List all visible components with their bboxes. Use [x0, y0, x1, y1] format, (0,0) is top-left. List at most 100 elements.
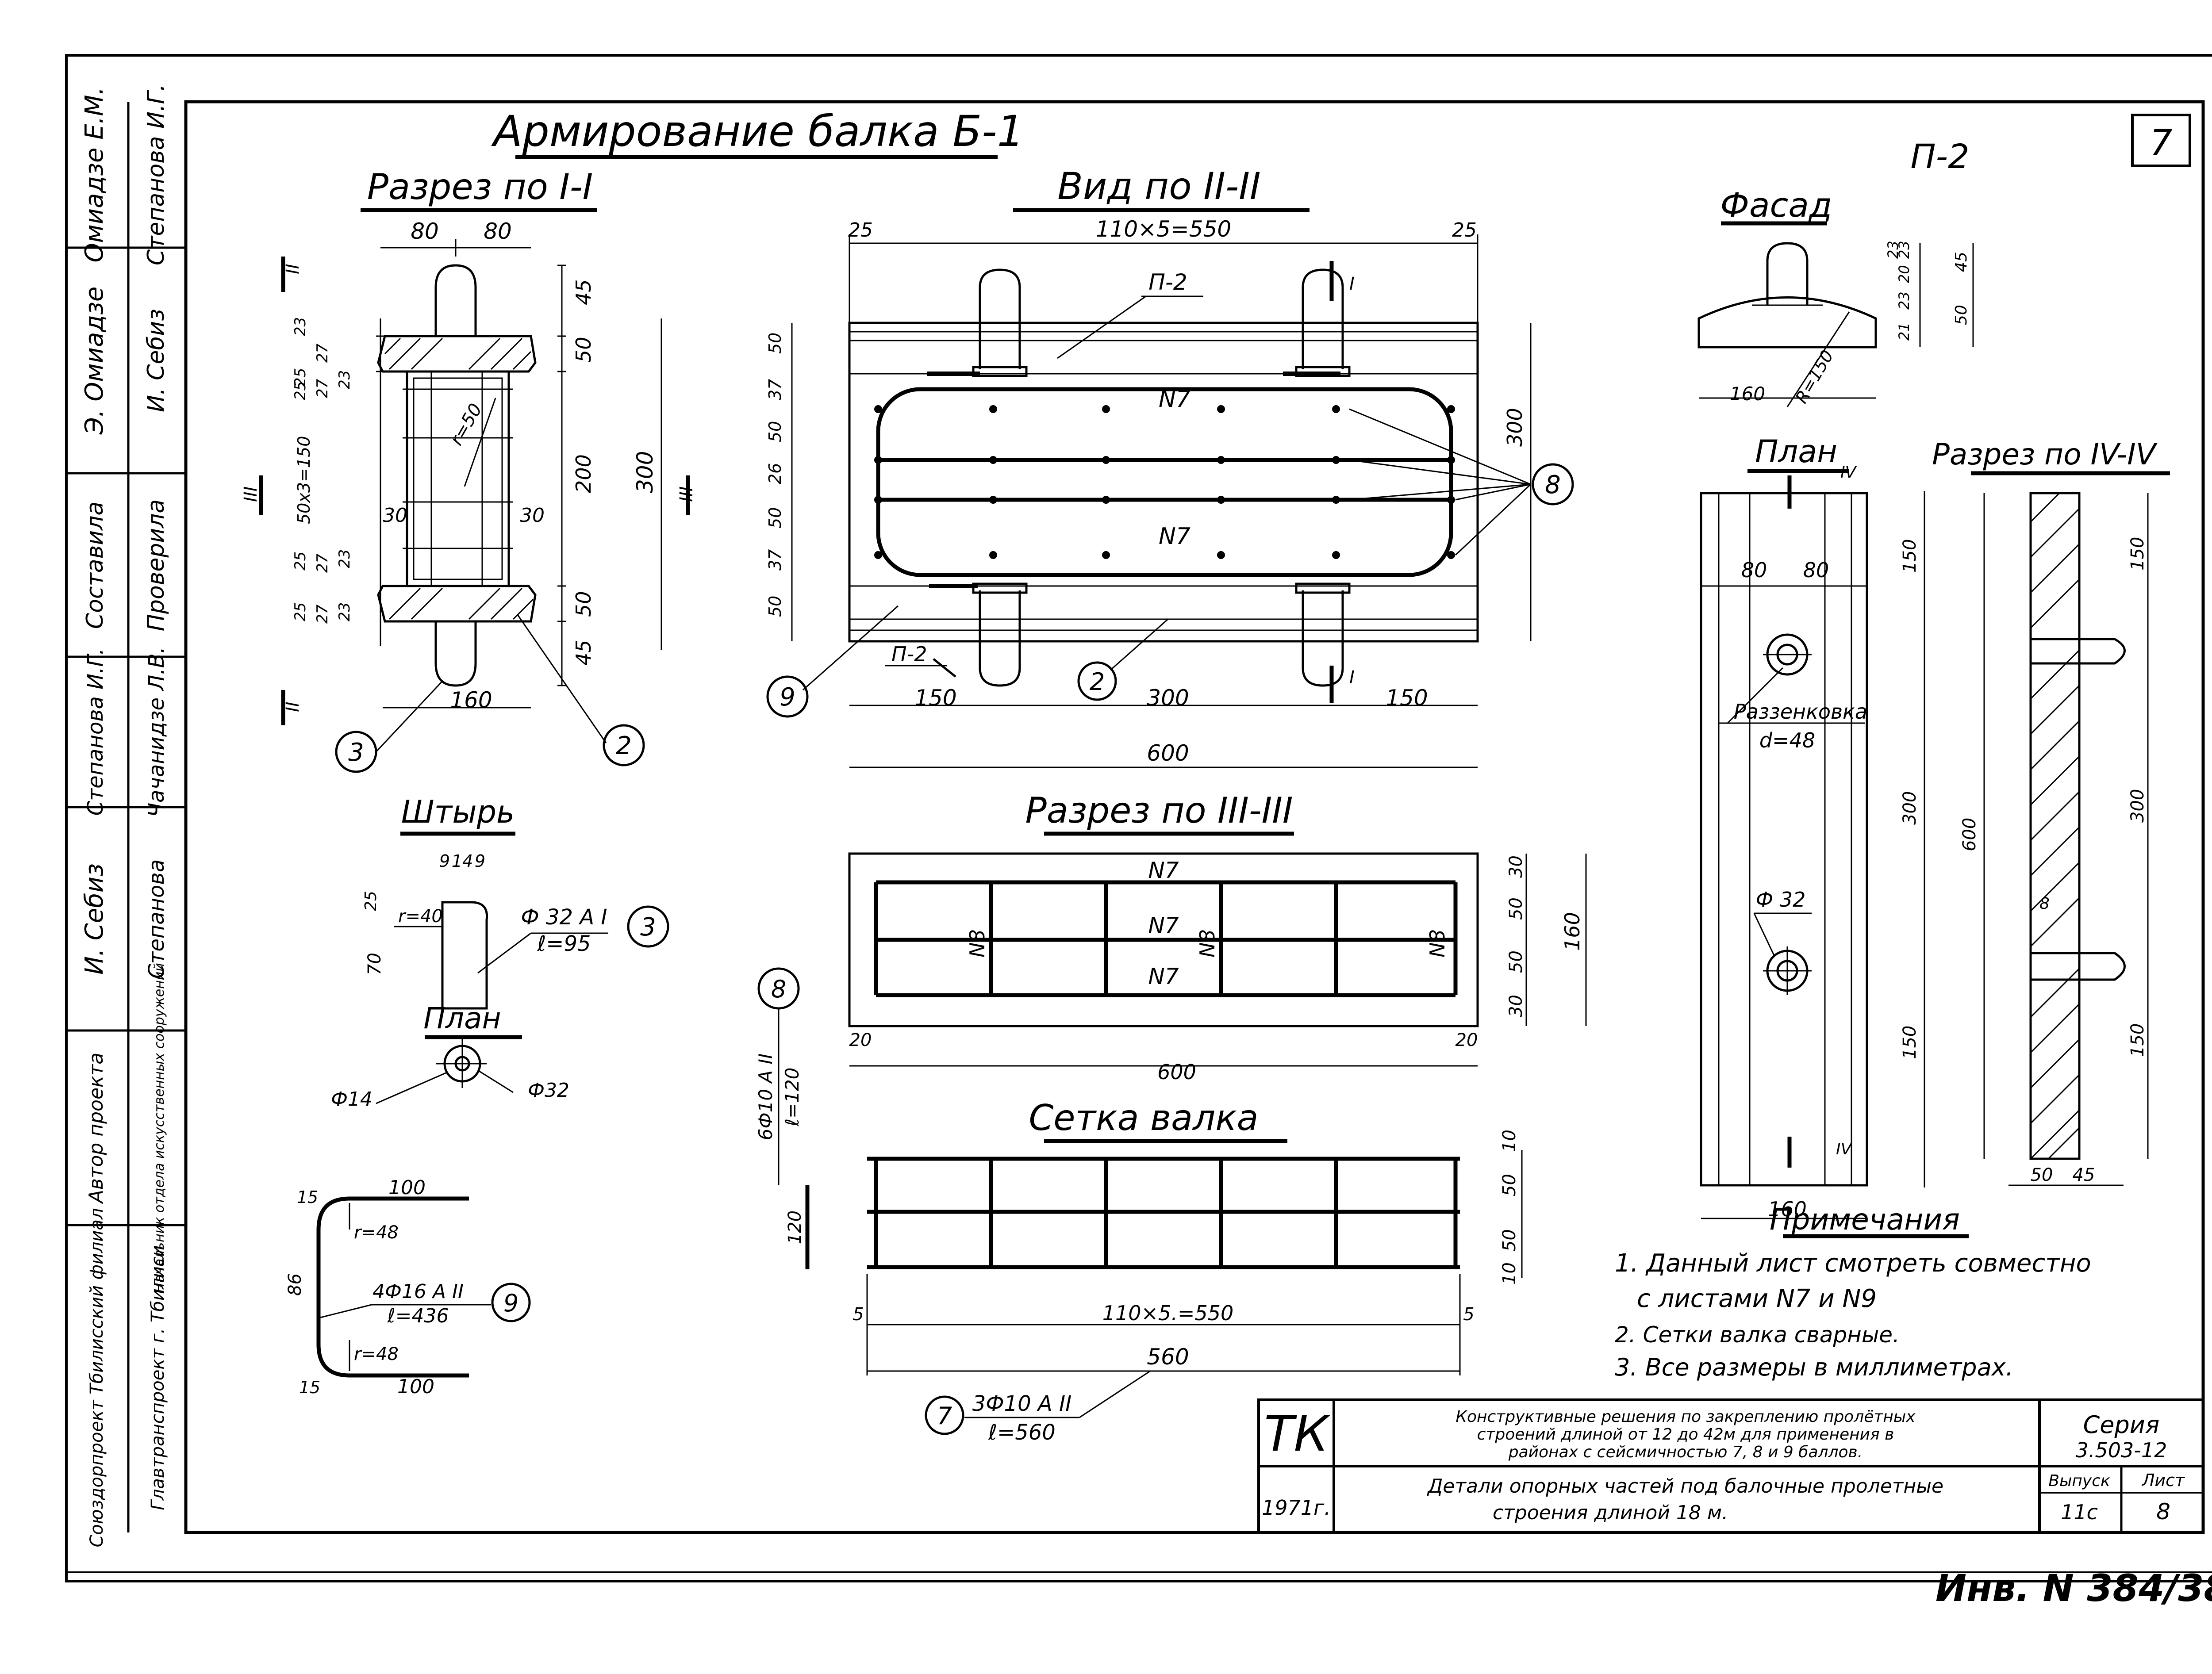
sec1-top-cap	[377, 335, 537, 373]
sec1-dim-left-k: 25	[292, 602, 309, 621]
bent-r-bottom: r=48	[354, 1344, 399, 1364]
sec3-bar-2: N7	[1148, 913, 1179, 939]
tb-issue-value: 11с	[2061, 1500, 2098, 1524]
pin-plan-label-2: Ф32	[528, 1079, 569, 1102]
sec1-dim-left-j: 23	[336, 549, 353, 568]
grid-edge-left: 5	[853, 1304, 864, 1325]
plan-countersink-1: Раззенковка	[1734, 700, 1867, 724]
view2-dim-left-6: 37	[765, 549, 785, 571]
view2-dim-left-2: 37	[765, 379, 785, 400]
bent-dim-left-top: 15	[297, 1188, 318, 1207]
grid-spec-1: 3Ф10 А II	[972, 1391, 1072, 1416]
pin-spec-1: Ф 32 А I	[521, 905, 607, 930]
stamp-name-2: И. Себиз	[143, 309, 169, 412]
sec1-top-pin	[434, 264, 477, 336]
notes: Примечания 1. Данный лист смотреть совме…	[1615, 1203, 2091, 1381]
section-i-i: Разрез по I-I 80 80 r=50 30 30	[241, 166, 697, 773]
sec1-dim-right-4: 50	[572, 591, 595, 617]
view2-bar-n7-bottom: N7	[1159, 523, 1190, 550]
stamp-name-6: Начальник отдела искусственных сооружени…	[152, 963, 167, 1293]
sec1-mark-top: II	[283, 264, 303, 274]
sec4-bottom-2: 45	[2073, 1165, 2095, 1185]
stamp-role-2: Э. Омиадзе	[80, 287, 109, 435]
view2-pin-bottom-left	[979, 590, 1021, 687]
sec1-callout-3	[335, 731, 377, 773]
bent-dim-left-bottom: 15	[299, 1378, 320, 1397]
sec1-dim-right-5: 45	[572, 640, 595, 666]
notes-title: Примечания	[1770, 1203, 1960, 1237]
grid-callout-7-label: 7	[937, 1402, 952, 1430]
tb-issue-label: Выпуск	[2048, 1472, 2110, 1490]
pin-dim-3: 9	[475, 851, 485, 871]
bent-callout-9	[491, 1283, 531, 1322]
tb-sheet-label: Лист	[2141, 1471, 2185, 1490]
stamp-role-3: Составила	[82, 502, 108, 629]
pin-height: 70	[365, 953, 385, 975]
view2-bar-dots	[874, 405, 1455, 559]
stamp-role-5: И. Себиз	[80, 863, 109, 975]
sec3-stirrup-2: N8	[1195, 929, 1219, 958]
outer-frame	[65, 54, 2212, 1582]
sec1-chamfer-1: 30	[383, 504, 407, 527]
stamp-role-7: Союздорпроект Тбилисский филиал	[87, 1208, 107, 1547]
sec4-weld: 8	[2039, 895, 2050, 913]
view2-callout-2	[1077, 661, 1117, 701]
sec1-dim-left-a: 23	[292, 317, 309, 336]
tb-desc-2: строений длиной от 12 до 42м для примене…	[1477, 1425, 1894, 1444]
facade-bottom: 160	[1730, 383, 1765, 405]
grid-callout-7	[925, 1395, 964, 1435]
plan-right-2: 300	[1900, 791, 1920, 825]
facade-dim-5: 21	[1896, 322, 1912, 341]
sec3-bar-3: N7	[1148, 964, 1179, 989]
pin-title: Штырь	[401, 794, 515, 830]
view2-callout-9-label: 9	[780, 683, 795, 712]
sec1-bottom-pin	[434, 621, 477, 687]
facade-title: Фасад	[1720, 185, 1832, 225]
plan-right-3: 150	[1900, 1026, 1920, 1059]
sec3-dim-total-right: 160	[1560, 912, 1584, 951]
sec1-bottom-cap	[377, 585, 537, 623]
plan-outline	[1700, 492, 1868, 1187]
facade-cap	[1697, 296, 1877, 349]
view2-beam-outline	[848, 322, 1479, 643]
facade-dim-3: 20	[1896, 265, 1912, 283]
section-iii-title: Разрез по III-III	[1025, 790, 1293, 831]
pin-detail: Штырь 9 14 9 25 r=40 70 Ф 32 А I ℓ=95 3 …	[331, 794, 669, 1111]
inner-frame	[184, 100, 2205, 1534]
section-iii-iii: Разрез по III-III N7 N7 N7 N8 N8 N8 30 5…	[755, 790, 1587, 1269]
sec4-hatch	[2030, 492, 2080, 1160]
bent-bar-detail: 100 15 r=48 86 4Ф16 А II ℓ=436 9 r=48 10…	[285, 1176, 531, 1398]
grid-dim-right-1: 10	[1499, 1130, 1520, 1152]
pin-dim-1: 9	[439, 851, 450, 871]
view2-dim-left-5: 50	[765, 507, 785, 529]
main-title: Армирование балка Б-1	[491, 107, 1024, 156]
view2-dim-right: 300	[1503, 408, 1527, 447]
tb-sheet-value: 8	[2156, 1499, 2170, 1525]
sec1-mark-right: III	[676, 486, 697, 502]
sec1-dim-right-1: 45	[572, 279, 595, 305]
sec1-dim-right-3: 200	[572, 454, 595, 493]
p2-detail: П-2 Фасад 23 23 20 23 21 45 50 160 R=150…	[1697, 137, 2170, 1221]
tb-sheet-title-2: строения длиной 18 м.	[1493, 1502, 1728, 1524]
stamp-name-3: Проверила	[143, 499, 169, 631]
grid-dim-right-4: 10	[1499, 1262, 1520, 1285]
plan-title: План	[1755, 433, 1837, 470]
grid-edge-right: 5	[1463, 1304, 1474, 1325]
view2-callout-9	[766, 675, 809, 718]
sec3-dim-right-1: 30	[1506, 855, 1526, 878]
p2-header: П-2	[1911, 137, 1970, 176]
sec4-pin-bottom	[2031, 952, 2126, 981]
sec1-dim-left-h: 25	[292, 552, 309, 571]
view2-pin-top-right	[1302, 268, 1344, 369]
sec1-dim-left-b: 25	[292, 368, 309, 387]
plan-mark-top: IV	[1840, 464, 1857, 482]
stamp-column: Омиадзе Е.М. Степанова И.Г. Э. Омиадзе И…	[66, 84, 186, 1548]
view2-mesh-label: П-2	[1148, 269, 1187, 295]
sec3-dim-right-2: 50	[1506, 897, 1526, 920]
grid-title: Сетка валка	[1029, 1097, 1258, 1138]
facade-dim-1: 23	[1896, 241, 1912, 259]
grid-spec-2: ℓ=560	[988, 1420, 1056, 1445]
sec4-right-1: 150	[2128, 537, 2148, 571]
bent-dim-top: 100	[388, 1176, 426, 1199]
view2-mark-bottom: I	[1349, 667, 1355, 688]
